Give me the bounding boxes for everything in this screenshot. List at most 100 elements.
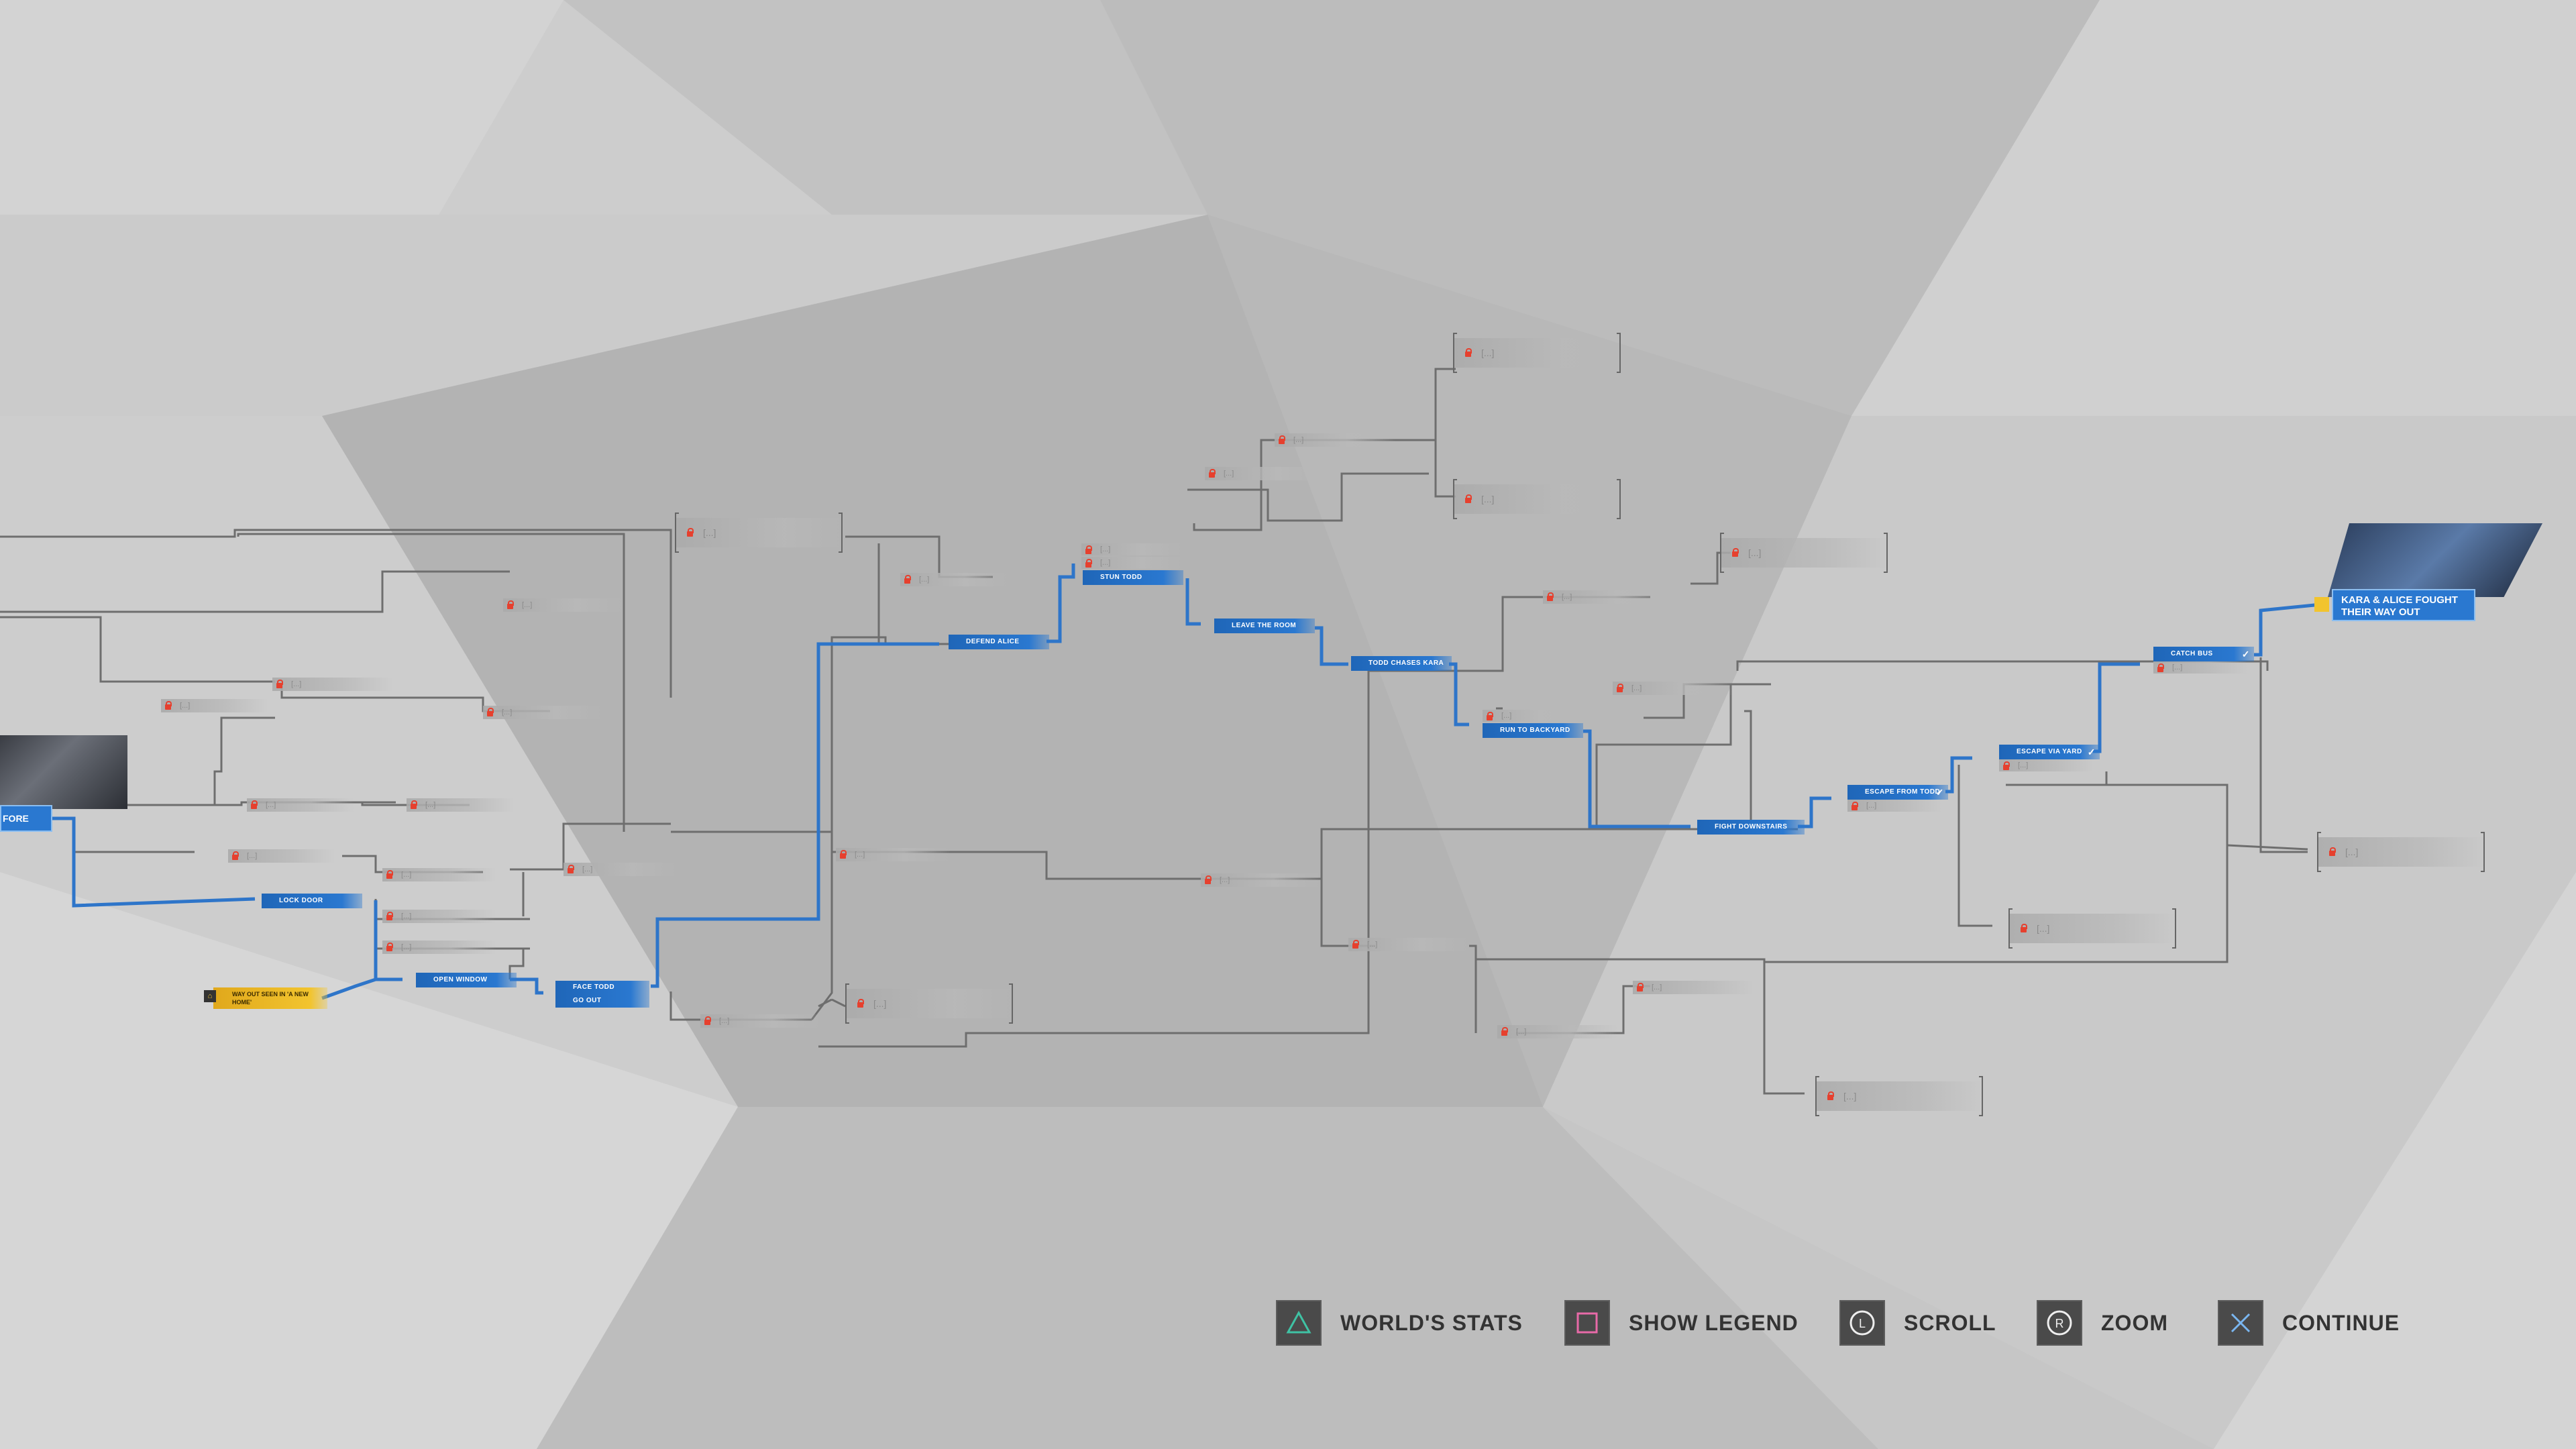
locked-node[interactable]: [...] — [1633, 981, 1754, 994]
locked-node[interactable]: [...] — [700, 1014, 821, 1028]
ending-label: [...] — [2345, 847, 2359, 857]
node-stun-todd[interactable]: STUN TODD — [1083, 570, 1183, 585]
locked-node[interactable]: [...] — [1275, 433, 1395, 447]
locked-node[interactable]: [...] — [2153, 661, 2247, 674]
ending-label: [...] — [1748, 547, 1762, 558]
locked-node[interactable]: [...] — [836, 848, 950, 861]
locked-ending[interactable]: [...] — [845, 983, 1013, 1024]
ending-label: [...] — [2037, 923, 2050, 934]
locked-node[interactable]: [...] — [1847, 800, 1941, 812]
lock-icon — [385, 943, 393, 951]
locked-node[interactable]: [...] — [483, 706, 604, 719]
locked-ending[interactable]: [...] — [1453, 479, 1621, 519]
node-label: DEFEND ALICE — [966, 638, 1020, 645]
show-legend-label: SHOW LEGEND — [1629, 1310, 1799, 1335]
locked-ending[interactable]: [...] — [1815, 1076, 1983, 1116]
node-todd-chases-kara[interactable]: TODD CHASES KARA — [1351, 656, 1452, 671]
ending-label: [...] — [1481, 347, 1495, 358]
locked-node[interactable]: [...] — [382, 910, 496, 923]
node-label: OPEN WINDOW — [433, 976, 488, 983]
locked-label: [...] — [502, 708, 513, 716]
locked-node[interactable]: [...] — [161, 699, 268, 712]
node-label: LEAVE THE ROOM — [1232, 622, 1297, 629]
node-open-window[interactable]: OPEN WINDOW — [416, 973, 517, 987]
node-defend-alice[interactable]: DEFEND ALICE — [949, 635, 1049, 649]
node-fight-downstairs[interactable]: FIGHT DOWNSTAIRS — [1697, 820, 1805, 835]
locked-node[interactable]: [...] — [382, 868, 496, 881]
chapter-end-marker-icon — [2314, 597, 2329, 612]
locked-label: [...] — [401, 912, 412, 920]
node-label: TODD CHASES KARA — [1368, 659, 1444, 667]
lock-icon — [275, 680, 283, 688]
lock-icon — [1546, 592, 1554, 601]
locked-ending[interactable]: [...] — [1453, 333, 1621, 373]
locked-node[interactable]: [...] — [1081, 557, 1182, 569]
locked-label: [...] — [1293, 436, 1304, 444]
locked-node[interactable]: [...] — [1999, 759, 2093, 771]
node-label: FIGHT DOWNSTAIRS — [1715, 823, 1788, 830]
show-legend-button[interactable]: SHOW LEGEND — [1564, 1296, 1799, 1350]
chapter-end-thumbnail — [2328, 523, 2542, 597]
locked-node[interactable]: [...] — [407, 798, 514, 812]
locked-node[interactable]: [...] — [1543, 590, 1664, 604]
unlocked-clue-node[interactable]: ⌂ WAY OUT SEEN IN 'A NEW HOME' — [204, 987, 327, 1009]
lock-icon — [1084, 545, 1092, 554]
locked-node[interactable]: [...] — [1613, 682, 1733, 695]
locked-label: [...] — [1220, 876, 1230, 884]
node-escape-from-todd[interactable]: ESCAPE FROM TODD ✓ — [1847, 785, 1948, 800]
lock-icon — [250, 800, 258, 809]
clue-label: WAY OUT SEEN IN 'A NEW HOME' — [232, 991, 309, 1006]
locked-node[interactable]: [...] — [900, 573, 1008, 586]
locked-node[interactable]: [...] — [272, 678, 393, 691]
locked-label: [...] — [1367, 941, 1378, 949]
locked-label: [...] — [1224, 470, 1234, 478]
locked-node[interactable]: [...] — [382, 941, 496, 954]
locked-node[interactable]: [...] — [1497, 1025, 1618, 1038]
locked-node[interactable]: [...] — [1483, 710, 1576, 722]
left-stick-icon: L — [1839, 1300, 1885, 1346]
node-label: RUN TO BACKYARD — [1500, 727, 1570, 734]
node-go-out[interactable]: GO OUT — [555, 994, 649, 1008]
node-face-todd[interactable]: FACE TODD — [555, 981, 649, 994]
locked-node[interactable]: [...] — [1201, 873, 1322, 887]
locked-ending[interactable]: [...] — [675, 513, 843, 553]
lock-icon — [385, 912, 393, 920]
locked-ending[interactable]: [...] — [2317, 832, 2485, 872]
continue-button[interactable]: CONTINUE — [2218, 1296, 2400, 1350]
lock-icon — [2019, 924, 2027, 932]
zoom-button[interactable]: R ZOOM — [2037, 1296, 2168, 1350]
locked-label: [...] — [1652, 983, 1662, 991]
locked-ending[interactable]: [...] — [2008, 908, 2176, 949]
locked-node[interactable]: [...] — [1081, 543, 1182, 555]
worlds-stats-button[interactable]: WORLD'S STATS — [1276, 1296, 1523, 1350]
scroll-button[interactable]: L SCROLL — [1839, 1296, 1996, 1350]
svg-text:L: L — [1859, 1317, 1866, 1330]
node-catch-bus[interactable]: CATCH BUS ✓ — [2153, 647, 2254, 661]
zoom-label: ZOOM — [2101, 1310, 2168, 1335]
locked-label: [...] — [1516, 1028, 1527, 1036]
node-run-to-backyard[interactable]: RUN TO BACKYARD — [1483, 723, 1583, 738]
locked-label: [...] — [401, 871, 412, 879]
lock-icon — [903, 575, 911, 584]
locked-node[interactable]: [...] — [503, 598, 624, 612]
check-icon: ✓ — [2241, 649, 2250, 659]
lock-icon — [703, 1016, 711, 1025]
locked-ending[interactable]: [...] — [1720, 533, 1888, 573]
node-escape-via-yard[interactable]: ESCAPE VIA YARD ✓ — [1999, 745, 2100, 759]
check-icon: ✓ — [1935, 787, 1944, 798]
locked-node[interactable]: [...] — [564, 863, 678, 876]
locked-node[interactable]: [...] — [1348, 938, 1469, 951]
lock-icon — [1826, 1091, 1834, 1100]
node-leave-room[interactable]: LEAVE THE ROOM — [1214, 619, 1315, 633]
chapter-end-card[interactable]: KARA & ALICE FOUGHT THEIR WAY OUT — [2332, 589, 2475, 621]
locked-node[interactable]: [...] — [247, 798, 354, 812]
chapter-start-card[interactable]: FORE — [0, 805, 52, 832]
lock-icon — [1500, 1027, 1508, 1036]
locked-node[interactable]: [...] — [228, 849, 335, 863]
node-lock-door[interactable]: LOCK DOOR — [262, 894, 362, 908]
locked-label: [...] — [1866, 802, 1877, 810]
node-label: GO OUT — [573, 997, 602, 1004]
locked-node[interactable]: [...] — [1205, 467, 1326, 480]
locked-label: [...] — [855, 851, 865, 859]
